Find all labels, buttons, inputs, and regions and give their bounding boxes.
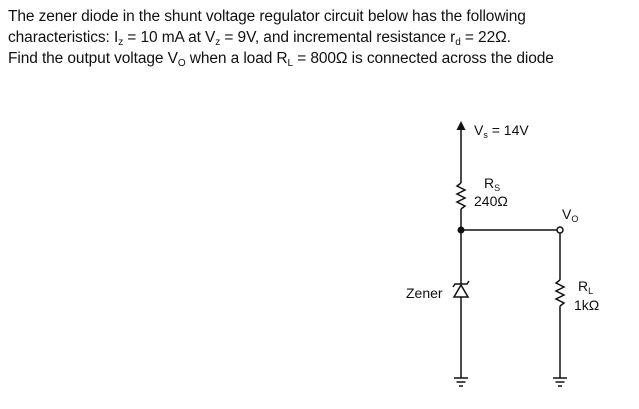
label-rl-name: RL (578, 278, 594, 296)
text-across: = 800Ω is connected across the diode (293, 50, 554, 67)
problem-line-2: characteristics: Iz = 10 mA at Vz = 9V, … (8, 27, 633, 48)
ground-zener-icon (454, 377, 468, 387)
label-vo: VO (562, 206, 579, 224)
subscript-d: d (455, 37, 461, 48)
text-resistance: = 22Ω. (460, 29, 511, 46)
text-load: when a load R (185, 50, 288, 67)
text-characteristics: characteristics: I (8, 29, 119, 46)
problem-line-3: Find the output voltage VO when a load R… (8, 48, 633, 69)
label-vs-sub: s (483, 130, 488, 140)
problem-line-1: The zener diode in the shunt voltage reg… (8, 8, 526, 25)
problem-statement: The zener diode in the shunt voltage reg… (8, 6, 633, 69)
label-vs-name: V (474, 122, 484, 138)
text-voltage: = 9V, and incremental resistance r (220, 29, 456, 46)
label-vs-value: = 14V (487, 122, 529, 138)
label-rs-value: 240Ω (474, 193, 508, 209)
supply-arrow-icon (456, 121, 466, 130)
label-rl-value: 1kΩ (574, 297, 600, 313)
label-vs: Vs = 14V (474, 122, 529, 140)
label-vo-sub: O (571, 214, 579, 224)
resistor-rs-icon (455, 182, 467, 210)
label-rs-sub: S (494, 183, 501, 193)
resistor-rl-icon (554, 279, 566, 307)
ground-rl-icon (553, 377, 567, 387)
subscript-l: L (287, 58, 294, 69)
text-find: Find the output voltage V (8, 50, 178, 67)
label-rs-name: RS (484, 175, 501, 193)
output-terminal (556, 226, 564, 234)
subscript-o: O (177, 58, 186, 69)
text-current: = 10 mA at V (123, 29, 216, 46)
subscript-z: z (118, 37, 124, 48)
label-zener: Zener (406, 285, 443, 301)
label-rl-sub: L (588, 286, 594, 296)
label-rl-letter: R (578, 278, 589, 294)
label-rs-letter: R (484, 175, 495, 191)
subscript-z: z (215, 37, 221, 48)
label-vo-letter: V (562, 206, 572, 222)
zener-diode-icon (452, 280, 470, 298)
